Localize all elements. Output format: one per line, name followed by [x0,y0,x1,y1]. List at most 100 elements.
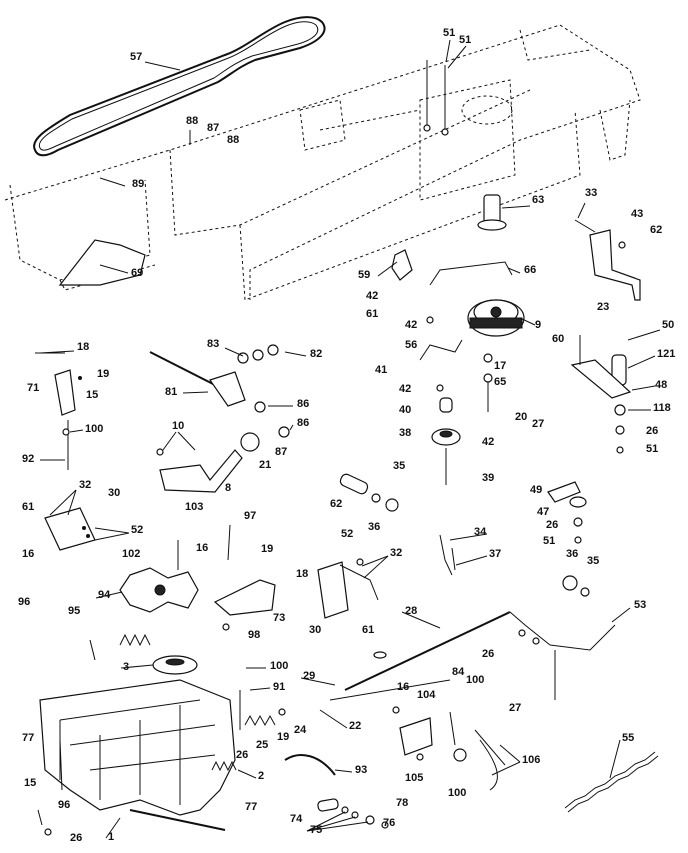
part-label-19: 19 [261,543,273,555]
part-label-19: 19 [277,731,289,743]
part-label-62: 62 [650,224,662,236]
part-label-29: 29 [303,670,315,682]
part-label-37: 37 [489,548,501,560]
part-label-89: 89 [132,178,144,190]
lower-right-bracket [547,481,587,544]
part-label-36: 36 [566,548,578,560]
part-label-77: 77 [245,801,257,813]
part-label-118: 118 [653,402,671,414]
right-bracket [574,219,641,301]
part-label-88: 88 [186,115,198,127]
part-label-69: 69 [131,267,143,279]
spring-2 [211,760,237,772]
part-label-102: 102 [122,548,140,560]
idler-stack [426,316,493,485]
part-label-96: 96 [58,799,70,811]
part-label-26: 26 [482,648,494,660]
part-label-86: 86 [297,398,309,410]
part-label-52: 52 [131,524,143,536]
leader-lines [39,39,661,839]
part-label-52: 52 [341,528,353,540]
drive-rods [329,611,616,701]
part-label-30: 30 [108,487,120,499]
part-label-59: 59 [358,269,370,281]
center-mount-bracket [317,558,379,619]
part-label-35: 35 [393,460,405,472]
part-label-83: 83 [207,338,219,350]
part-label-26: 26 [236,749,248,761]
engine-pulley [477,194,507,231]
part-label-100: 100 [466,674,484,686]
part-label-100: 100 [448,787,466,799]
part-label-48: 48 [655,379,667,391]
part-label-27: 27 [509,702,521,714]
left-linkage [35,352,82,470]
part-label-27: 27 [532,418,544,430]
part-label-75: 75 [310,824,322,836]
part-label-17: 17 [494,360,506,372]
pin-washers-upper [339,473,399,512]
part-label-9: 9 [535,319,541,331]
shift-rods [177,524,231,570]
part-label-56: 56 [405,339,417,351]
part-label-26: 26 [70,832,82,844]
part-label-38: 38 [399,427,411,439]
part-label-91: 91 [273,681,285,693]
part-label-51: 51 [459,34,471,46]
part-label-18: 18 [77,341,89,353]
part-label-34: 34 [474,526,487,538]
part-label-106: 106 [522,754,540,766]
part-label-103: 103 [185,501,203,513]
part-label-84: 84 [452,666,465,678]
spring-55 [564,751,659,813]
part-label-42: 42 [405,319,417,331]
part-label-61: 61 [366,308,378,320]
part-label-49: 49 [530,484,542,496]
shift-bracket [213,579,276,631]
part-label-87: 87 [207,122,219,134]
part-label-98: 98 [248,629,260,641]
rear-hardware [317,798,389,829]
part-label-55: 55 [622,732,634,744]
part-label-26: 26 [646,425,658,437]
part-label-3: 3 [123,661,129,673]
part-label-74: 74 [290,813,303,825]
part-label-23: 23 [597,301,609,313]
part-label-61: 61 [362,624,374,636]
part-label-19: 19 [97,368,109,380]
lift-lever [156,432,260,493]
part-label-8: 8 [225,482,231,494]
part-label-32: 32 [390,547,402,559]
part-label-42: 42 [399,383,411,395]
part-label-39: 39 [482,472,494,484]
spring-rods [439,534,456,576]
spring-95 [89,633,151,661]
axle-hardware [37,739,63,836]
part-label-2: 2 [258,770,264,782]
part-label-88: 88 [227,134,239,146]
part-label-32: 32 [79,479,91,491]
part-label-87: 87 [275,446,287,458]
part-label-73: 73 [273,612,285,624]
part-label-21: 21 [259,459,271,471]
part-label-15: 15 [24,777,36,789]
part-label-15: 15 [86,389,98,401]
part-label-42: 42 [482,436,494,448]
brake-linkage [392,706,506,791]
part-label-57: 57 [130,51,142,63]
pin-washers-lower [562,575,590,597]
lift-rod [149,344,290,438]
part-label-97: 97 [244,510,256,522]
part-label-51: 51 [646,443,658,455]
part-label-16: 16 [397,681,409,693]
part-label-100: 100 [85,423,103,435]
cooling-fan [119,567,199,613]
hose [284,754,336,776]
front-bracket [58,239,146,286]
part-label-60: 60 [552,333,564,345]
part-label-25: 25 [256,739,268,751]
part-label-41: 41 [375,364,387,376]
